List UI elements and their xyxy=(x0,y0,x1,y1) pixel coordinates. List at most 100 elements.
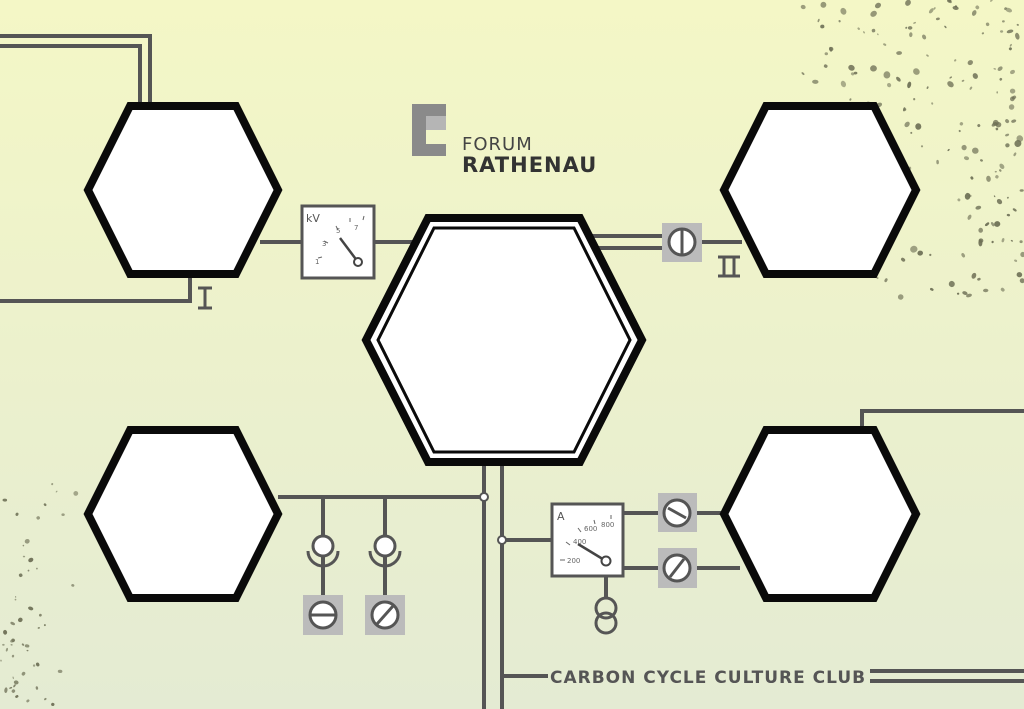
switch-bottom-right-2 xyxy=(658,548,697,588)
speckle xyxy=(73,490,79,496)
speckle xyxy=(1005,143,1010,148)
speckle xyxy=(993,195,996,198)
speckle xyxy=(1010,69,1015,75)
speckle xyxy=(829,46,834,52)
speckle xyxy=(13,680,19,685)
logo-line2: RATHENAU xyxy=(462,153,597,177)
speckle xyxy=(1008,104,1015,110)
speckle xyxy=(71,584,75,587)
hexagon-center xyxy=(361,214,647,466)
speckle xyxy=(956,292,960,295)
speckle xyxy=(1000,30,1004,33)
speckle xyxy=(990,0,993,2)
speckle xyxy=(954,59,957,62)
speckle xyxy=(1006,213,1011,217)
switch-bottom-left-2 xyxy=(365,595,405,635)
speckle xyxy=(949,76,953,79)
speckle xyxy=(887,82,892,88)
a-meter: A 200 400 600 800 xyxy=(550,502,625,578)
speckle xyxy=(1020,251,1024,258)
speckle xyxy=(1006,29,1014,34)
speckle xyxy=(981,32,985,35)
speckle xyxy=(32,664,36,667)
speckle xyxy=(920,145,924,148)
speckle xyxy=(975,5,980,10)
speckle xyxy=(21,671,26,676)
speckle xyxy=(958,129,961,133)
speckle xyxy=(10,621,16,626)
kv-meter-tick: 3 xyxy=(322,240,326,248)
speckle xyxy=(4,687,8,693)
speckle xyxy=(1005,119,1010,124)
speckle xyxy=(44,697,47,701)
speckle xyxy=(957,198,961,202)
kv-meter: kV 1 3 5 7 xyxy=(300,204,376,280)
speckle xyxy=(10,639,16,643)
speckle xyxy=(1009,96,1015,102)
speckle xyxy=(897,294,904,300)
speckle xyxy=(1012,208,1017,212)
a-meter-tick: 200 xyxy=(567,557,580,565)
a-meter-tick: 800 xyxy=(601,521,614,529)
speckle xyxy=(1005,133,1010,137)
speckle xyxy=(933,7,936,10)
speckle xyxy=(952,6,959,10)
speckle xyxy=(967,214,972,220)
hexagon-top-left xyxy=(83,102,283,278)
speckle xyxy=(917,250,923,256)
logo-mark-icon xyxy=(412,104,446,156)
speckle xyxy=(915,123,922,130)
speckle xyxy=(15,695,19,698)
speckle xyxy=(967,60,973,66)
speckle xyxy=(931,102,934,105)
wire-br-to-edge xyxy=(860,409,1024,428)
speckle xyxy=(1001,238,1005,243)
speckle xyxy=(15,596,17,598)
speckle xyxy=(1016,272,1023,278)
speckle xyxy=(944,25,947,29)
speckle xyxy=(857,27,860,30)
speckle xyxy=(1019,240,1023,244)
speckle xyxy=(992,119,999,126)
speckle xyxy=(884,278,888,283)
junction-dot xyxy=(497,535,507,545)
speckle xyxy=(817,18,820,23)
speckle xyxy=(43,503,47,507)
speckle xyxy=(983,288,989,293)
speckle xyxy=(883,71,891,79)
speckle xyxy=(962,291,968,296)
speckle xyxy=(904,121,910,128)
wires xyxy=(0,34,1024,709)
junction-dot xyxy=(479,492,489,502)
speckle xyxy=(39,613,42,617)
speckle xyxy=(11,654,15,658)
logo-line1: FORUM xyxy=(462,134,533,155)
speckle xyxy=(61,513,65,517)
speckle xyxy=(28,606,34,611)
speckle xyxy=(999,77,1003,81)
speckle xyxy=(985,22,990,27)
speckle xyxy=(961,79,965,82)
forum-rathenau-logo: FORUM RATHENAU xyxy=(412,104,597,177)
speckle xyxy=(993,68,997,70)
speckle xyxy=(883,43,887,46)
speckle xyxy=(996,91,999,94)
speckle xyxy=(1009,88,1016,94)
speckle xyxy=(972,147,979,154)
speckle xyxy=(969,86,973,90)
speckle xyxy=(928,8,934,14)
speckle xyxy=(913,68,920,75)
speckle xyxy=(926,54,929,57)
speckle xyxy=(978,239,983,247)
speckle xyxy=(1000,287,1005,292)
speckle xyxy=(936,159,939,165)
speckle xyxy=(922,34,927,40)
speckle xyxy=(959,122,964,126)
speckle xyxy=(986,175,991,182)
speckle xyxy=(913,21,917,24)
speckle xyxy=(904,108,907,111)
speckle xyxy=(1010,239,1014,242)
speckle xyxy=(991,222,995,227)
speckle xyxy=(27,569,30,572)
kv-meter-tick: 7 xyxy=(354,224,358,232)
